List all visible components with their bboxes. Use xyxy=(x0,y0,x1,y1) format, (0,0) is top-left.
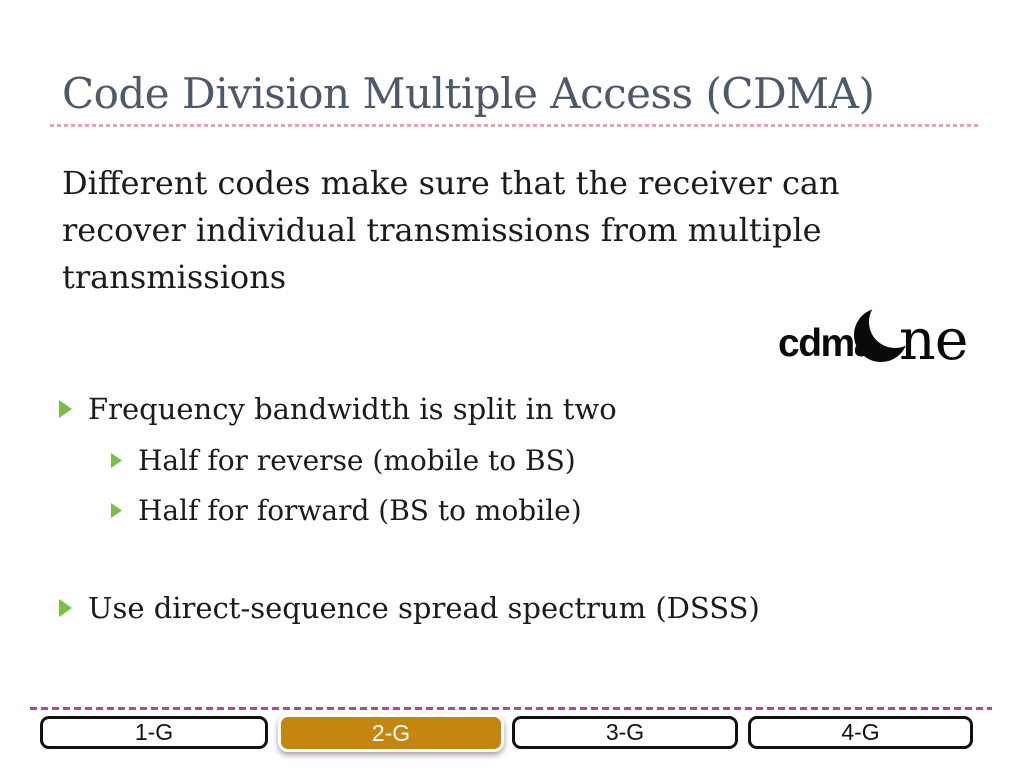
bullet-arrow-icon xyxy=(59,400,72,418)
slide-title: Code Division Multiple Access (CDMA) xyxy=(62,69,875,118)
nav-tab-label: 1-G xyxy=(134,719,174,745)
nav-tab-4g[interactable]: 4-G xyxy=(748,716,973,749)
bullet-text: Half for reverse (mobile to BS) xyxy=(138,444,576,477)
cdmaone-logo-ne-text: ne xyxy=(899,307,968,373)
bullet-frequency-bandwidth: Frequency bandwidth is split in two xyxy=(58,392,617,426)
title-separator-dotted-line xyxy=(50,124,978,127)
bullet-arrow-icon xyxy=(111,453,122,468)
bullet-half-reverse: Half for reverse (mobile to BS) xyxy=(110,444,576,477)
bullet-half-forward: Half for forward (BS to mobile) xyxy=(110,494,582,527)
intro-line-1: Different codes make sure that the recei… xyxy=(62,164,840,202)
intro-line-3: transmissions xyxy=(62,258,287,296)
bullet-text: Frequency bandwidth is split in two xyxy=(88,392,617,426)
nav-tab-label: 3-G xyxy=(605,719,645,745)
nav-tab-label: 4-G xyxy=(841,719,880,745)
bullet-arrow-icon xyxy=(111,503,122,518)
bullet-dsss: Use direct-sequence spread spectrum (DSS… xyxy=(58,591,760,625)
cdmaone-logo: cdma ne xyxy=(774,298,984,372)
intro-line-2: recover individual transmissions from mu… xyxy=(62,211,822,249)
nav-tab-1g[interactable]: 1-G xyxy=(40,716,268,749)
cdmaone-crescent-o-icon xyxy=(854,299,914,362)
bullet-text: Use direct-sequence spread spectrum (DSS… xyxy=(88,591,760,625)
nav-tab-label: 2-G xyxy=(371,719,411,746)
nav-tab-2g[interactable]: 2-G xyxy=(278,714,504,752)
nav-tab-3g[interactable]: 3-G xyxy=(512,716,738,749)
footer-separator-dashed-line xyxy=(30,707,992,710)
bullet-text: Half for forward (BS to mobile) xyxy=(138,494,582,527)
bullet-arrow-icon xyxy=(59,599,72,617)
intro-paragraph: Different codes make sure that the recei… xyxy=(62,160,840,301)
